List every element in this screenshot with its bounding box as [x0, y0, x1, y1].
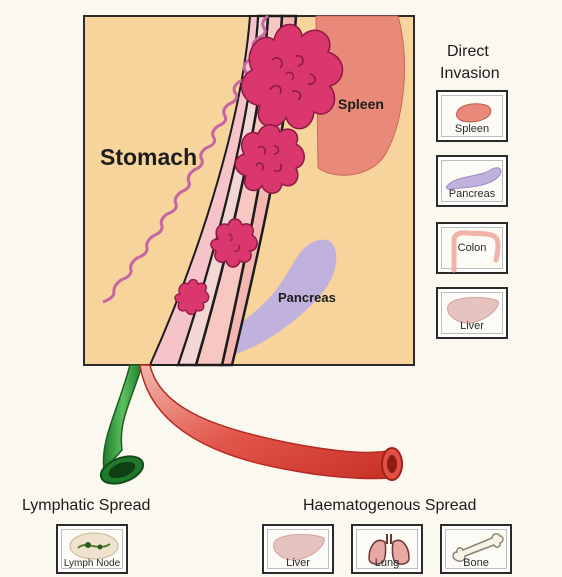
- haematogenous-lung-card: Lung: [351, 524, 423, 574]
- haematogenous-liver-label: Liver: [264, 557, 332, 569]
- direct-invasion-heading-line2: Invasion: [440, 65, 500, 83]
- direct-invasion-liver-card: Liver: [436, 287, 508, 339]
- direct-invasion-spleen-label: Spleen: [438, 123, 506, 135]
- pancreas-label: Pancreas: [278, 290, 336, 305]
- haematogenous-bone-label: Bone: [442, 557, 510, 569]
- tumor-medium: [235, 125, 304, 194]
- direct-invasion-pancreas-label: Pancreas: [438, 188, 506, 200]
- direct-invasion-pancreas-card: Pancreas: [436, 155, 508, 207]
- stomach-label: Stomach: [100, 144, 197, 171]
- spleen-icon: [438, 92, 510, 144]
- liver-icon: [438, 289, 510, 341]
- direct-invasion-liver-label: Liver: [438, 320, 506, 332]
- lymph-node-card: Lymph Node: [56, 524, 128, 574]
- haematogenous-bone-card: Bone: [440, 524, 512, 574]
- direct-invasion-heading-line1: Direct: [447, 43, 489, 61]
- haematogenous-spread-heading: Haematogenous Spread: [303, 497, 476, 515]
- lymph-node-label: Lymph Node: [58, 558, 126, 569]
- lymphatic-vessel: [103, 365, 142, 470]
- haematogenous-lung-label: Lung: [353, 557, 421, 569]
- lymphatic-spread-heading: Lymphatic Spread: [22, 497, 150, 515]
- haematogenous-liver-card: Liver: [262, 524, 334, 574]
- direct-invasion-spleen-card: Spleen: [436, 90, 508, 142]
- spleen-label: Spleen: [338, 96, 384, 112]
- pancreas-icon: [438, 157, 510, 209]
- blood-vessel: [140, 365, 392, 479]
- direct-invasion-colon-label: Colon: [438, 242, 506, 254]
- direct-invasion-colon-card: Colon: [436, 222, 508, 274]
